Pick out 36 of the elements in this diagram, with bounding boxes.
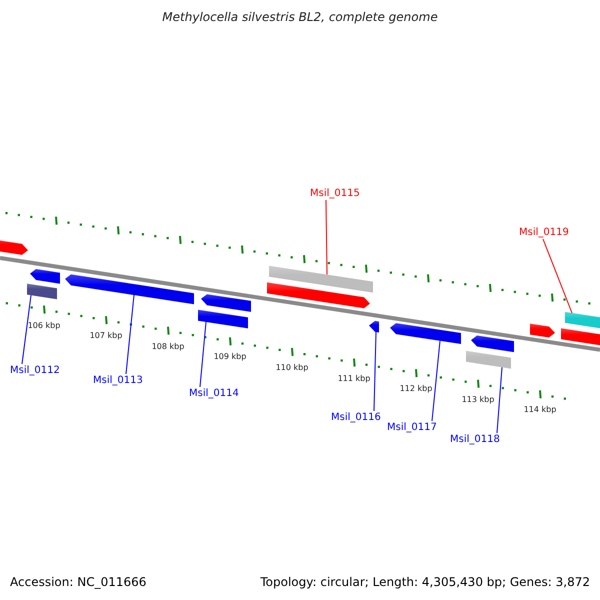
tick-label: 114 kbp (524, 405, 556, 416)
gene-bar (466, 350, 511, 369)
leader-line (326, 200, 328, 275)
gene-bar (27, 284, 57, 300)
gene-bar (565, 312, 600, 330)
leader-line (126, 294, 134, 374)
gene-label: Msil_0117 (387, 422, 437, 434)
gene-label: Msil_0114 (189, 388, 239, 400)
tick-label: 109 kbp (214, 352, 246, 362)
gene-label: Msil_0116 (331, 412, 381, 424)
tick-label: 107 kbp (90, 331, 122, 342)
leader-line (496, 366, 502, 434)
gene-label: Msil_0115 (310, 188, 360, 200)
gene-label: Msil_0118 (450, 434, 500, 446)
tick-label: 110 kbp (276, 362, 308, 373)
gene-label: Msil_0119 (519, 227, 569, 239)
gene-bar (269, 266, 373, 293)
tick-label: 112 kbp (400, 384, 432, 394)
gene-block (390, 323, 461, 344)
gene-block (369, 320, 379, 332)
leader-line (22, 294, 32, 364)
leader-line (542, 238, 572, 314)
gene-block (65, 274, 194, 304)
tick-label: 113 kbp (462, 394, 494, 405)
leader-line (432, 340, 440, 422)
leader-line (374, 332, 376, 412)
title: Methylocella silvestris BL2, complete genome (161, 10, 439, 24)
tick-label: 108 kbp (152, 342, 184, 352)
gene-bar (198, 310, 248, 328)
gene-label: Msil_0112 (10, 365, 60, 377)
genome-summary: Topology: circular; Length: 4,305,430 bp; Genes: 3,872 (260, 575, 590, 589)
gene-label: Msil_0113 (93, 375, 143, 387)
leader-line (200, 322, 206, 388)
tick-label: 106 kbp (28, 320, 60, 331)
tick-label: 111 kbp (338, 374, 370, 384)
accession-note: Accession: NC_011666 (10, 575, 146, 589)
